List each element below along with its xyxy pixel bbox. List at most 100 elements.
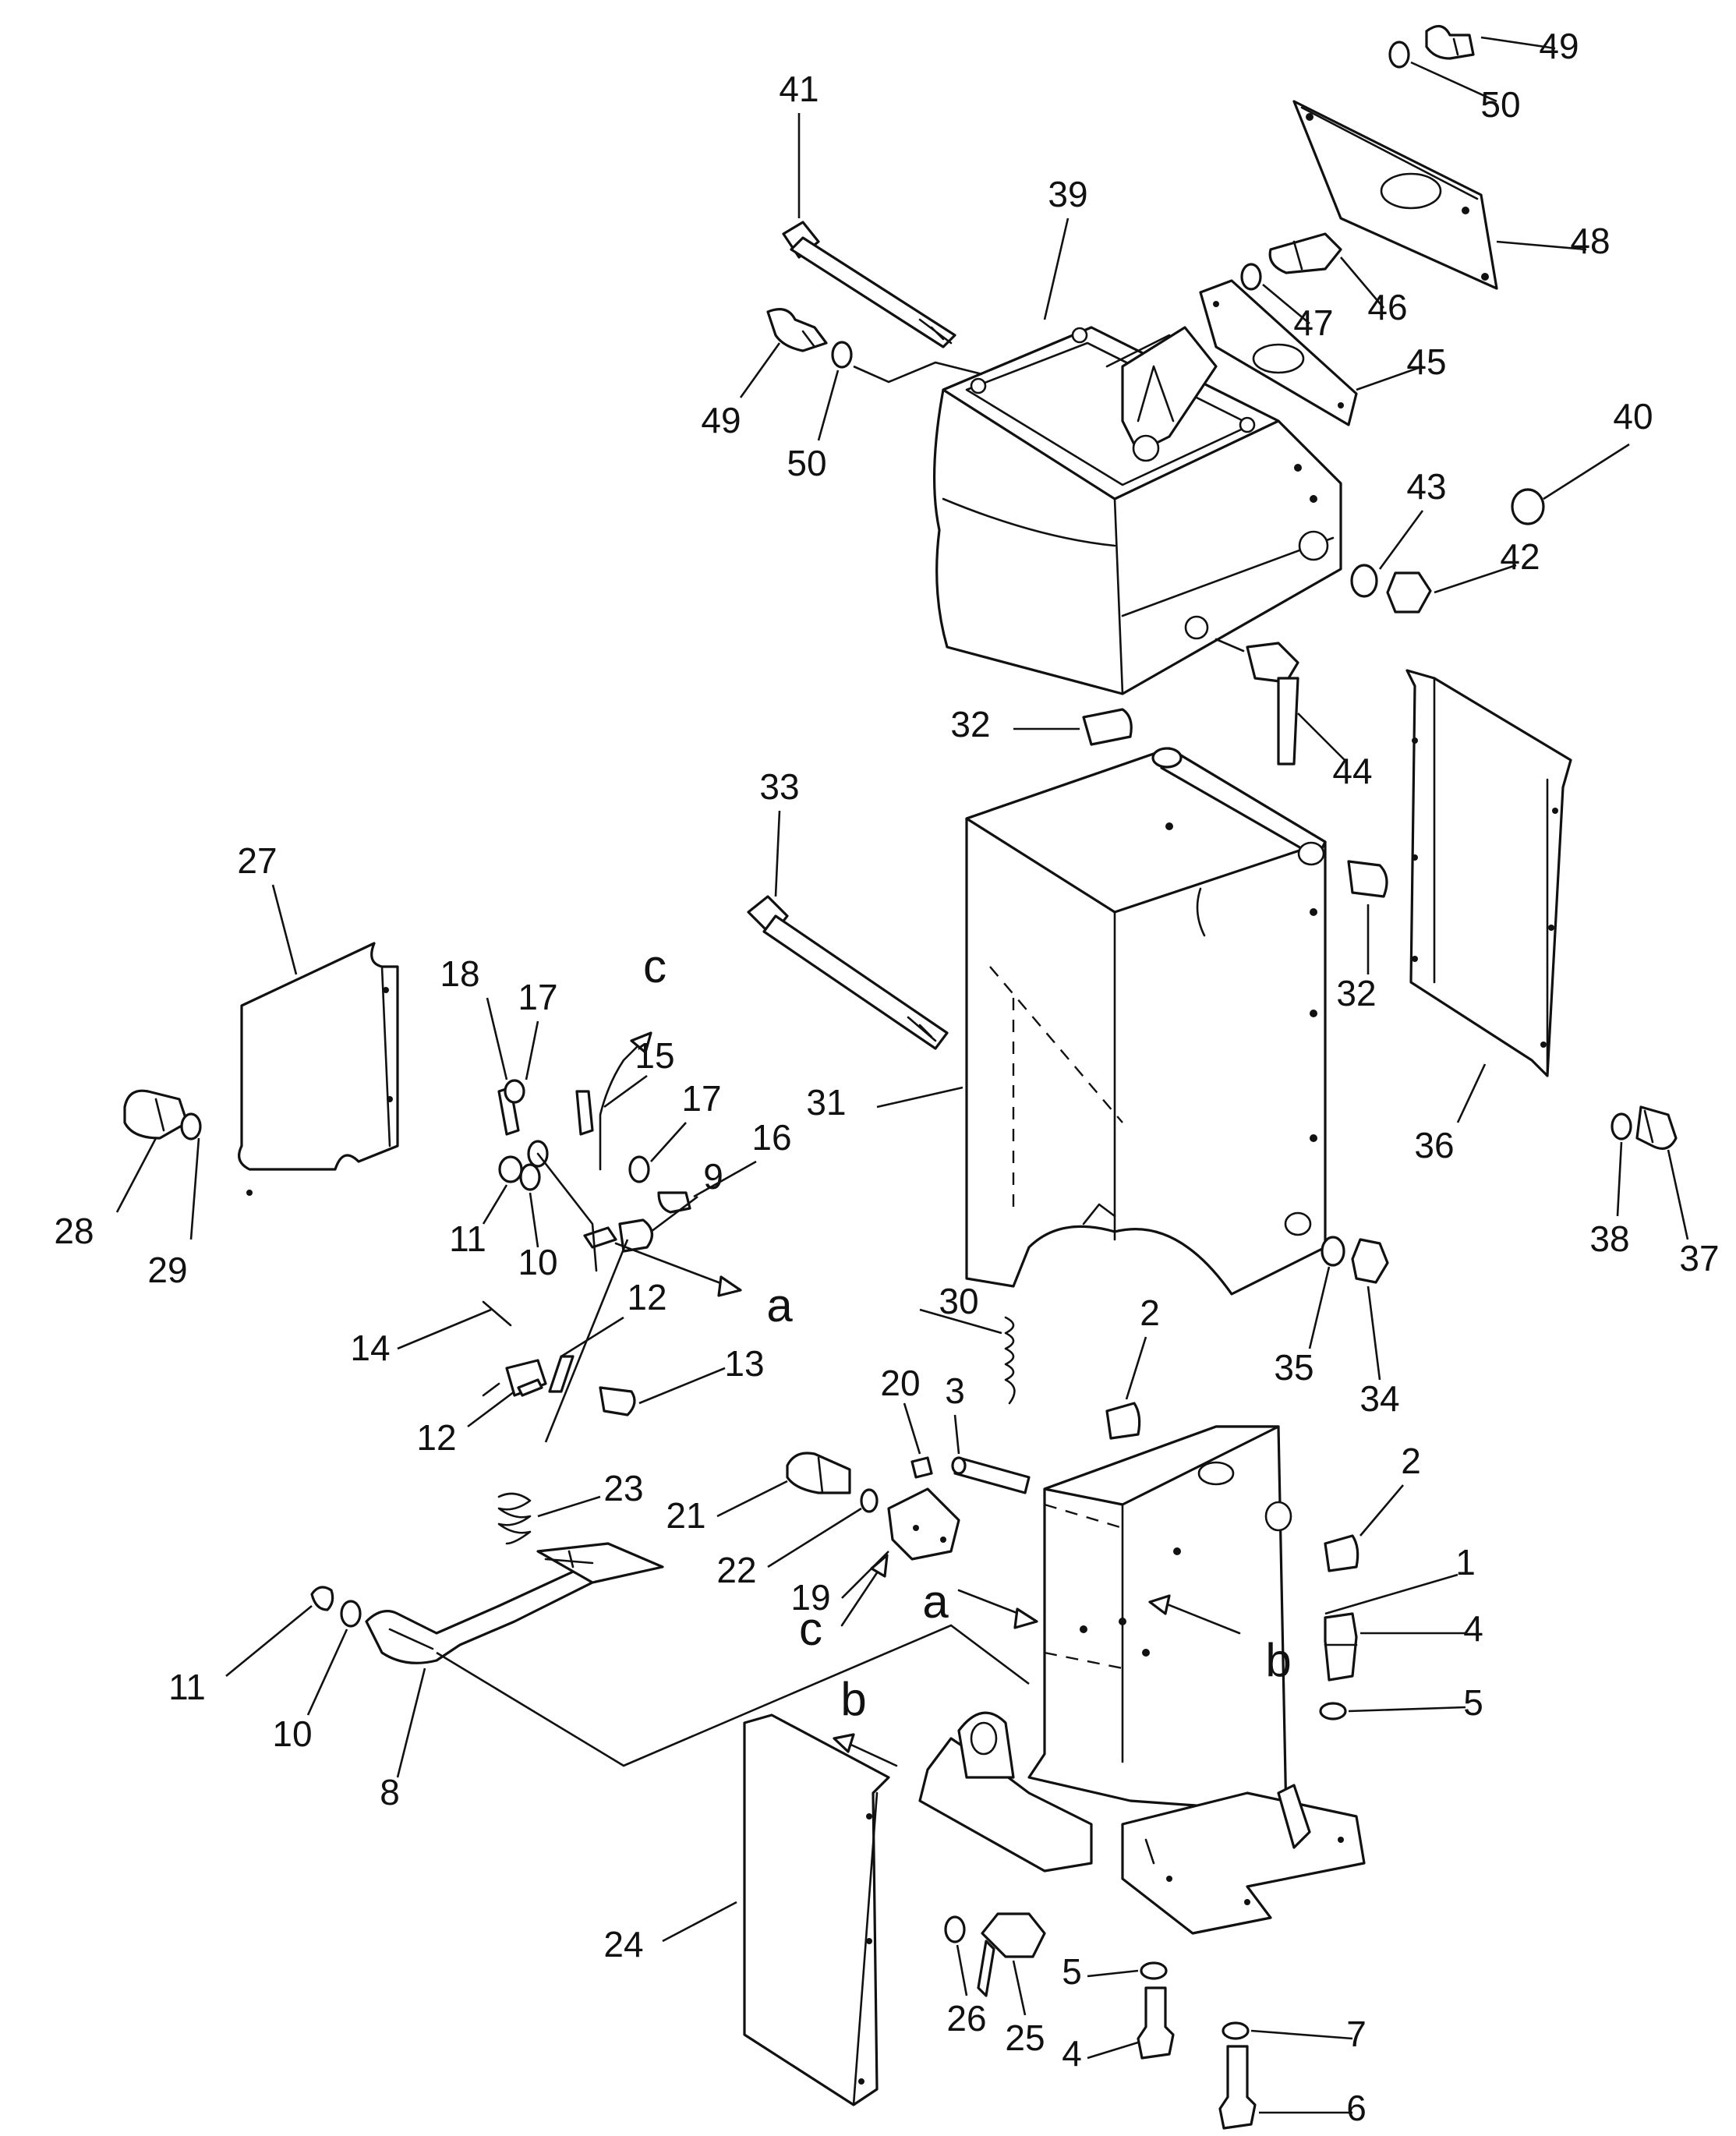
leader-line-39 — [1043, 217, 1070, 320]
washer-10-lower — [340, 1600, 362, 1628]
leader-line-47 — [1262, 284, 1310, 324]
washer-43 — [1350, 564, 1378, 598]
spacer-32-upper — [1082, 708, 1133, 746]
callout-23: 23 — [603, 1468, 643, 1508]
callout-5: 5 — [1463, 1682, 1483, 1723]
callout-45: 45 — [1406, 341, 1446, 382]
callout-9: 9 — [703, 1156, 723, 1197]
callout-1: 1 — [1455, 1542, 1476, 1583]
reference-letter-c: c — [643, 940, 666, 992]
leader-line-49 — [1480, 36, 1556, 50]
side-panel-36 — [1405, 669, 1572, 1077]
callout-42: 42 — [1500, 536, 1540, 577]
leader-line-15 — [603, 1074, 648, 1109]
leader-line-38 — [1616, 1141, 1623, 1217]
leader-line-4 — [1087, 2041, 1139, 2060]
leader-line-33 — [774, 810, 781, 897]
callout-25: 25 — [1005, 2018, 1045, 2058]
leader-line-5 — [1087, 1969, 1139, 1978]
callout-33: 33 — [759, 766, 799, 807]
leader-line-44 — [1297, 713, 1345, 761]
column-cover-31 — [965, 747, 1327, 1296]
callout-3: 3 — [945, 1370, 965, 1411]
top-cover-39 — [932, 326, 1342, 695]
leader-line-10 — [529, 1192, 539, 1248]
callout-13: 13 — [724, 1343, 764, 1384]
spring-23 — [497, 1492, 532, 1545]
callout-47: 47 — [1293, 302, 1333, 343]
leader-line-21 — [716, 1480, 788, 1518]
callout-5: 5 — [1062, 1951, 1082, 1992]
leader-line-18 — [486, 997, 508, 1080]
callout-17: 17 — [681, 1078, 721, 1119]
callout-38: 38 — [1589, 1218, 1629, 1259]
bolt-21 — [786, 1452, 851, 1494]
callout-48: 48 — [1570, 221, 1610, 261]
reference-letter-b: b — [1265, 1634, 1291, 1686]
nut-20 — [910, 1456, 933, 1479]
bolt-37 — [1635, 1105, 1678, 1150]
callout-8: 8 — [380, 1772, 400, 1812]
spring-30 — [1004, 1316, 1016, 1405]
leader-line-31 — [876, 1086, 963, 1109]
spacer-2-left — [1105, 1402, 1141, 1440]
leader-line-43 — [1378, 510, 1424, 570]
leader-line-46 — [1340, 256, 1384, 309]
washer-26 — [944, 1915, 966, 1943]
callout-29: 29 — [147, 1250, 187, 1290]
callout-17: 17 — [518, 977, 557, 1017]
leader-line-14 — [397, 1308, 492, 1350]
callout-10: 10 — [518, 1242, 557, 1282]
callout-40: 40 — [1613, 396, 1653, 437]
left-panel-27 — [238, 942, 399, 1196]
callout-6: 6 — [1346, 2088, 1367, 2128]
callout-2: 2 — [1140, 1293, 1160, 1333]
callout-49: 49 — [1539, 26, 1579, 66]
callout-49: 49 — [701, 400, 741, 440]
leader-lines — [115, 36, 1689, 2114]
bolt-46 — [1240, 232, 1342, 291]
leader-line-49 — [739, 342, 781, 398]
callout-12: 12 — [416, 1417, 456, 1458]
leader-line-12 — [467, 1390, 515, 1428]
bolt-33 — [747, 895, 949, 1050]
leader-line-50 — [1410, 61, 1497, 103]
callout-2: 2 — [1401, 1441, 1421, 1481]
reference-letter-b: b — [840, 1673, 866, 1725]
leader-line-24 — [662, 1901, 737, 1943]
callout-labels: 4950413948464745495040434232443332271817… — [54, 26, 1719, 2128]
clip-11-lower — [310, 1586, 334, 1611]
callout-32: 32 — [950, 704, 990, 744]
cap-40 — [1511, 488, 1545, 525]
leader-line-42 — [1434, 564, 1517, 594]
callout-41: 41 — [779, 69, 819, 109]
callout-18: 18 — [440, 953, 479, 994]
leader-line-35 — [1308, 1266, 1331, 1349]
callout-39: 39 — [1048, 174, 1087, 214]
callout-44: 44 — [1332, 751, 1372, 791]
leader-line-48 — [1496, 240, 1587, 251]
leader-line-1 — [1324, 1573, 1458, 1615]
reference-letter-c: c — [799, 1603, 822, 1655]
callout-30: 30 — [939, 1281, 978, 1321]
washer-38 — [1610, 1112, 1632, 1140]
leader-line-28 — [115, 1137, 157, 1213]
leader-line-23 — [537, 1495, 601, 1518]
callout-21: 21 — [666, 1495, 705, 1536]
callout-28: 28 — [54, 1211, 94, 1251]
leader-line-3 — [953, 1414, 960, 1455]
callout-36: 36 — [1414, 1125, 1454, 1165]
washer-5-right — [1319, 1702, 1347, 1720]
callout-14: 14 — [350, 1328, 390, 1368]
callout-35: 35 — [1274, 1347, 1313, 1388]
leader-line-50 — [817, 370, 840, 441]
leader-line-36 — [1456, 1063, 1487, 1123]
leader-line-8 — [396, 1667, 426, 1778]
leader-line-25 — [1012, 1960, 1027, 2016]
leader-line-17 — [650, 1122, 687, 1162]
leader-line-13 — [638, 1367, 726, 1405]
callout-50: 50 — [787, 443, 826, 483]
leader-line-11 — [225, 1604, 313, 1678]
